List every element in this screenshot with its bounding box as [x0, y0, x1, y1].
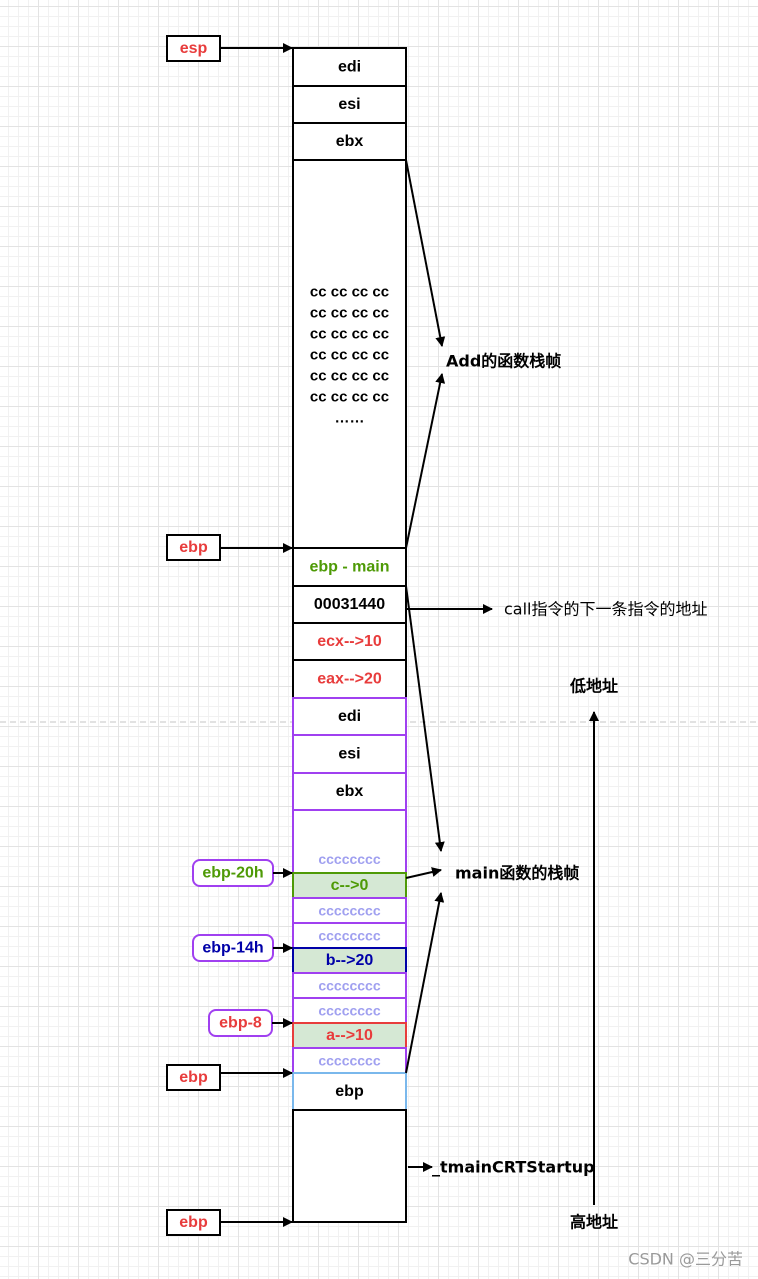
offset-b-tag-label: ebp-14h	[202, 940, 263, 957]
esp-tag-label: esp	[180, 40, 208, 57]
var-b-label: b-->20	[326, 952, 374, 969]
main-ebx-cell	[292, 772, 407, 811]
main-frame-top-arrow	[405, 585, 445, 852]
filler-label: cccccccc	[318, 1003, 381, 1019]
watermark: CSDN @三分苦	[628, 1250, 743, 1269]
ebp-main-tag-label: ebp	[179, 1069, 208, 1086]
filler-cell	[292, 1047, 407, 1074]
arg-eax-label: eax-->20	[317, 671, 382, 688]
ebp-main-tag	[166, 1064, 221, 1091]
cc-row: cc cc cc cc	[310, 326, 389, 343]
main-frame-cells: edi esi ebx cccccccc c-->0 cccccccc cccc…	[292, 697, 407, 1223]
filler-label: cccccccc	[318, 851, 381, 867]
var-c-label: c-->0	[331, 877, 369, 894]
main-frame-label: main函数的栈帧	[455, 864, 579, 883]
main-frame-bottom-arrow	[405, 892, 445, 1074]
call-next-label: call指令的下一条指令的地址	[504, 600, 708, 619]
add-esi-cell	[292, 85, 407, 124]
pointer-tags: esp ebp ebp-20h ebp-14h ebp-8 ebp ebp	[166, 35, 274, 1236]
cc-row: cc cc cc cc	[310, 389, 389, 406]
cc-row: cc cc cc cc	[310, 305, 389, 322]
caller-label: _tmainCRTStartup	[432, 1158, 595, 1177]
main-esi-label: esi	[338, 746, 360, 763]
ebp-bottom-tag-label: ebp	[179, 1214, 208, 1231]
caller-frame-cell	[292, 1109, 407, 1223]
ebp-bottom-tag	[166, 1209, 221, 1236]
filler-cell	[292, 972, 407, 999]
add-ebx-label: ebx	[336, 133, 364, 150]
var-a-label: a-->10	[326, 1027, 373, 1044]
offset-c-tag-label: ebp-20h	[202, 865, 263, 882]
ebp-add-tag-label: ebp	[179, 539, 208, 556]
return-address-label: 00031440	[314, 596, 385, 613]
filler-cell	[292, 922, 407, 949]
add-frame-label: Add的函数栈帧	[446, 352, 561, 371]
cc-row: cc cc cc cc	[310, 347, 389, 364]
main-ebx-label: ebx	[336, 783, 364, 800]
filler-label: cccccccc	[318, 928, 381, 944]
cc-row: cc cc cc cc	[310, 284, 389, 301]
high-address-label: 高地址	[570, 1213, 618, 1232]
filler-cell	[292, 897, 407, 924]
main-edi-cell	[292, 697, 407, 736]
filler-cell	[292, 997, 407, 1024]
main-edi-label: edi	[338, 708, 361, 725]
add-ebx-cell	[292, 122, 407, 161]
add-edi-label: edi	[338, 59, 361, 76]
var-a-cell	[292, 1022, 407, 1049]
low-address-label: 低地址	[569, 677, 618, 696]
ebp-main-label: ebp - main	[309, 559, 389, 576]
add-frame-cells: edi esi ebx cc cc cc cc cc cc cc cc cc c…	[292, 47, 407, 699]
main-ebp-label: ebp	[335, 1083, 364, 1100]
add-esi-label: esi	[338, 96, 360, 113]
filler-label: cccccccc	[318, 978, 381, 994]
arrows	[220, 43, 599, 1227]
add-frame-bottom-arrow	[405, 373, 446, 549]
main-esi-cell	[292, 734, 407, 774]
add-frame-top-arrow	[405, 159, 446, 347]
main-ebp-cell	[292, 1072, 407, 1111]
filler-label: cccccccc	[318, 1053, 381, 1069]
filler-label: cccccccc	[318, 903, 381, 919]
cc-ellipsis: ……	[335, 410, 365, 427]
offset-a-tag-label: ebp-8	[219, 1015, 262, 1032]
var-b-cell	[292, 947, 407, 974]
var-c-cell	[292, 872, 407, 899]
cc-row: cc cc cc cc	[310, 368, 389, 385]
arg-ecx-label: ecx-->10	[317, 633, 382, 650]
main-frame-middle-arrow	[405, 867, 442, 879]
